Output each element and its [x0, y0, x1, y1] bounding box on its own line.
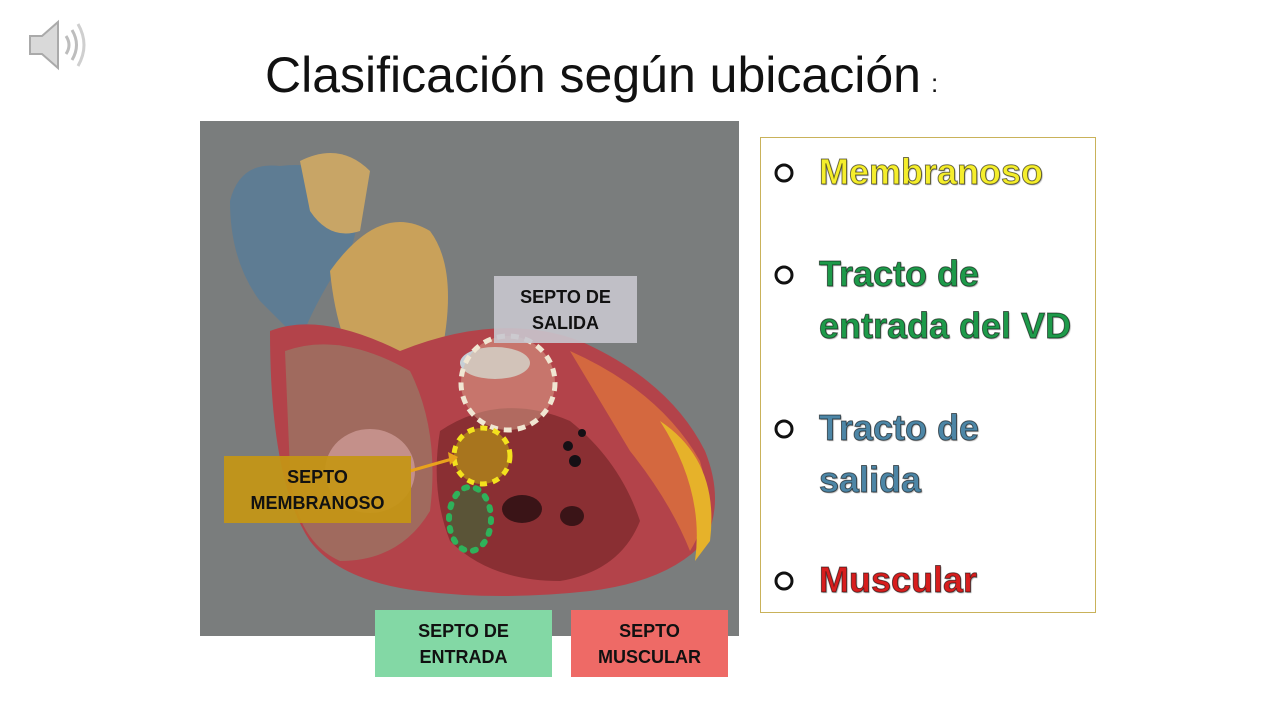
label-septo-membranoso-line2: MEMBRANOSO: [250, 492, 385, 513]
label-septo-muscular: SEPTO MUSCULAR: [571, 610, 728, 677]
slide-title-colon: :: [930, 68, 939, 98]
label-septo-salida-line1: SEPTO DE: [520, 286, 611, 307]
bullet-circle-icon: [774, 163, 794, 183]
heart-illustration: [200, 121, 739, 636]
list-item-text: Membranoso: [818, 146, 1044, 198]
list-item-line: Muscular: [818, 559, 978, 601]
bullet-circle-icon: [774, 571, 794, 591]
label-septo-muscular-line2: MUSCULAR: [598, 646, 701, 667]
label-septo-salida: SEPTO DE SALIDA: [494, 276, 637, 343]
list-item-line: Tracto de: [818, 253, 980, 295]
slide-title-text: Clasificación según ubicación: [265, 47, 921, 103]
label-septo-entrada-line2: ENTRADA: [419, 646, 508, 667]
list-item-line: Tracto de: [818, 407, 980, 449]
list-item-text: Tracto de entrada del VD: [818, 248, 1072, 352]
list-item-line: salida: [818, 459, 922, 501]
label-septo-salida-line2: SALIDA: [531, 312, 599, 333]
list-item-text: Tracto de salida: [818, 402, 980, 506]
classification-list: Membranoso Tracto de entrada del VD Trac…: [760, 137, 1096, 613]
list-item-text: Muscular: [818, 554, 978, 606]
label-septo-entrada-line1: SEPTO DE: [418, 620, 509, 641]
label-septo-membranoso-line1: SEPTO: [287, 466, 348, 487]
label-septo-membranoso: SEPTO MEMBRANOSO: [224, 456, 411, 523]
list-item-line: Membranoso: [818, 151, 1044, 193]
label-septo-muscular-line1: SEPTO: [619, 620, 680, 641]
list-item-line: entrada del VD: [818, 305, 1072, 347]
bullet-circle-icon: [774, 419, 794, 439]
speaker-icon[interactable]: [26, 14, 92, 76]
label-septo-entrada: SEPTO DE ENTRADA: [375, 610, 552, 677]
slide-title: Clasificación según ubicación:: [265, 46, 938, 104]
bullet-circle-icon: [774, 265, 794, 285]
